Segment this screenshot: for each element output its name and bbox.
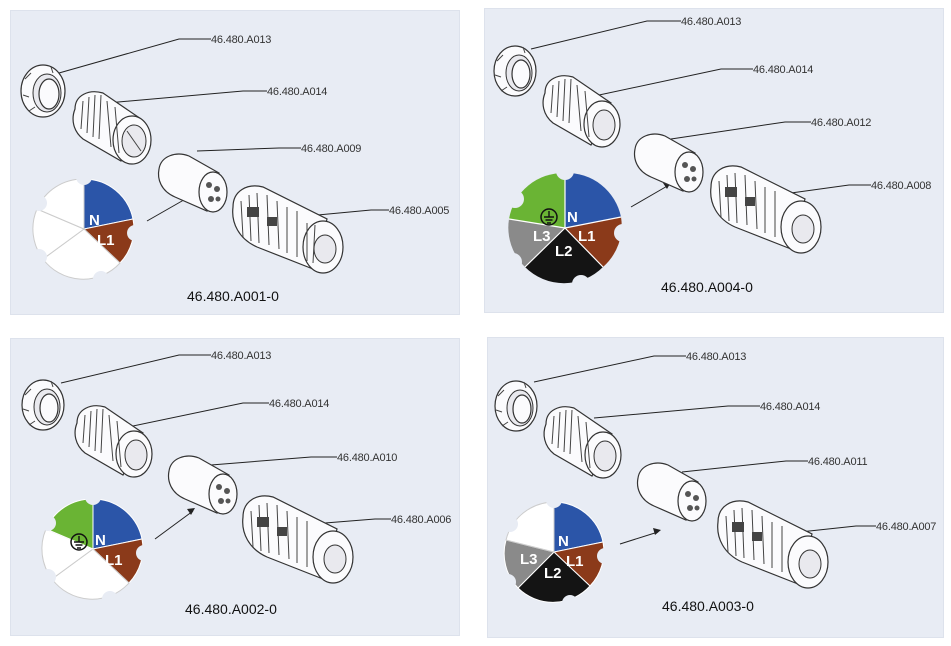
exploded-diagram-a001: N L1 46.480.A013 46.480.A014 46.480.A009… — [20, 34, 449, 304]
part-label: 46.480.A013 — [211, 34, 271, 46]
lock-ring — [493, 45, 537, 97]
panel-a001: N L1 46.480.A013 46.480.A014 46.480.A009… — [10, 10, 460, 315]
cable-gland-body — [232, 185, 344, 274]
panel-a002: N L1 46.480.A013 46.480.A014 46.480.A010… — [10, 338, 460, 636]
exploded-diagram-a004: N L1 L2 L3 46.480.A013 46.480.A014 46.48… — [493, 16, 931, 295]
cable-gland-body — [710, 165, 822, 254]
panel-a003: N L1 L2 L3 46.480.A013 46.480.A014 46.48… — [487, 337, 944, 638]
contact-insert — [633, 133, 704, 193]
part-label: 46.480.A013 — [686, 351, 746, 363]
panel-title: 46.480.A003-0 — [662, 598, 754, 614]
wiring-disc: N L1 L2 L3 — [504, 162, 632, 293]
wire-label-l2: L2 — [555, 243, 573, 260]
earth-ground-icon — [70, 533, 88, 551]
leader-line — [570, 68, 753, 102]
lock-ring — [494, 380, 538, 432]
leader-line — [790, 184, 871, 194]
part-label: 46.480.A009 — [301, 143, 361, 155]
threaded-sleeve — [543, 406, 622, 479]
leader-line — [210, 456, 337, 466]
arrow-head — [187, 508, 195, 515]
lock-ring — [20, 64, 66, 118]
wire-label-l1: L1 — [578, 228, 596, 245]
part-label: 46.480.A010 — [337, 452, 397, 464]
panel-title: 46.480.A001-0 — [187, 288, 279, 304]
leader-line — [306, 209, 389, 217]
arrow-line — [146, 196, 190, 222]
arrow-line — [630, 184, 670, 208]
wire-label-l3: L3 — [520, 551, 538, 568]
leader-line — [108, 402, 269, 432]
part-label: 46.480.A013 — [211, 350, 271, 362]
contact-insert — [167, 455, 238, 515]
wire-label-l1: L1 — [97, 232, 115, 249]
part-label: 46.480.A014 — [753, 64, 813, 76]
threaded-sleeve — [542, 75, 621, 148]
wire-label-l3: L3 — [533, 228, 551, 245]
wiring-disc: N L1 — [31, 169, 143, 287]
arrow-line — [619, 531, 659, 545]
exploded-diagram-a003: N L1 L2 L3 46.480.A013 46.480.A014 46.48… — [494, 351, 936, 614]
leader-line — [533, 355, 686, 383]
panel-title: 46.480.A002-0 — [185, 601, 277, 617]
part-label: 46.480.A012 — [811, 117, 871, 129]
wire-label-n: N — [89, 212, 100, 229]
leader-line — [58, 38, 211, 74]
part-label: 46.480.A014 — [267, 86, 327, 98]
wiring-disc: N L1 L2 L3 — [500, 492, 613, 611]
part-label: 46.480.A008 — [871, 180, 931, 192]
part-label: 46.480.A014 — [760, 401, 820, 413]
panel-title: 46.480.A004-0 — [661, 279, 753, 295]
cable-gland-body — [717, 500, 829, 589]
wire-label-n: N — [558, 533, 569, 550]
part-label: 46.480.A013 — [681, 16, 741, 28]
arrow-line — [154, 510, 194, 540]
leader-line — [106, 90, 267, 104]
wire-label-l1: L1 — [566, 553, 584, 570]
threaded-sleeve — [74, 405, 153, 478]
wire-label-n: N — [95, 532, 106, 549]
panel-a004: N L1 L2 L3 46.480.A013 46.480.A014 46.48… — [484, 8, 944, 313]
threaded-sleeve — [72, 91, 152, 165]
leader-line — [60, 354, 211, 384]
lock-ring — [21, 379, 65, 431]
leader-line — [196, 147, 301, 152]
part-label: 46.480.A014 — [269, 398, 329, 410]
part-label: 46.480.A005 — [389, 205, 449, 217]
leader-line — [681, 460, 808, 473]
arrow-head — [653, 528, 661, 535]
part-label: 46.480.A007 — [876, 521, 936, 533]
part-label: 46.480.A006 — [391, 514, 451, 526]
wire-label-n: N — [567, 209, 578, 226]
exploded-diagram-a002: N L1 46.480.A013 46.480.A014 46.480.A010… — [21, 350, 451, 617]
cable-gland-body — [242, 495, 354, 584]
earth-ground-icon — [540, 208, 558, 226]
wiring-disc: N L1 — [40, 489, 152, 607]
wire-label-l2: L2 — [544, 565, 562, 582]
leader-line — [670, 121, 811, 140]
contact-insert — [157, 153, 228, 213]
leader-line — [530, 20, 681, 50]
leader-line — [324, 518, 391, 524]
leader-line — [593, 405, 760, 419]
contact-insert — [636, 462, 707, 522]
wire-label-l1: L1 — [105, 552, 123, 569]
part-label: 46.480.A011 — [808, 456, 867, 468]
leader-line — [799, 525, 876, 533]
